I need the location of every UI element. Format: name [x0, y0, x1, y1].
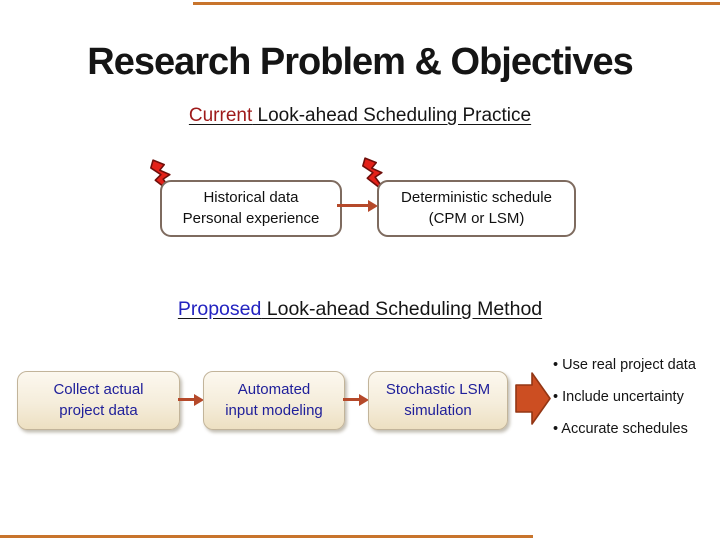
arrow-right-icon — [337, 199, 378, 212]
page-title: Research Problem & Objectives — [87, 41, 633, 83]
heading-current-rest: Look-ahead Scheduling Practice — [252, 105, 532, 126]
bottom-accent-line — [0, 535, 533, 538]
box-stochastic-simulation: Stochastic LSM simulation — [368, 371, 508, 430]
box-line: Deterministic schedule — [401, 189, 552, 207]
heading-proposed-method: Proposed Look-ahead Scheduling Method — [0, 297, 720, 321]
arrow-right-icon — [178, 393, 204, 406]
heading-current-practice: Current Look-ahead Scheduling Practice — [0, 104, 720, 128]
box-automated-modeling: Automated input modeling — [203, 371, 345, 430]
block-arrow-right-icon — [515, 372, 551, 425]
arrow-right-icon — [343, 393, 369, 406]
box-line: (CPM or LSM) — [428, 209, 525, 227]
bullet-include-uncertainty: • Include uncertainty — [553, 389, 684, 405]
box-collect-data: Collect actual project data — [17, 371, 180, 430]
box-line: Historical data — [203, 189, 299, 207]
box-line: input modeling — [225, 401, 323, 419]
bullet-accurate-schedules: • Accurate schedules — [553, 421, 688, 437]
box-line: project data — [59, 401, 138, 419]
box-line: Automated — [237, 381, 311, 399]
box-historical-data: Historical data Personal experience — [160, 180, 342, 237]
bullet-use-real-data: • Use real project data — [553, 357, 696, 373]
heading-proposed-highlight: Proposed — [177, 298, 262, 320]
top-accent-line — [193, 2, 720, 5]
box-deterministic-schedule: Deterministic schedule (CPM or LSM) — [377, 180, 576, 237]
box-line: Personal experience — [182, 209, 320, 227]
heading-current-highlight: Current — [188, 105, 253, 126]
box-line: Stochastic LSM — [385, 381, 491, 399]
box-line: simulation — [404, 401, 472, 419]
box-line: Collect actual — [53, 381, 144, 399]
heading-proposed-rest: Look-ahead Scheduling Method — [261, 298, 543, 320]
